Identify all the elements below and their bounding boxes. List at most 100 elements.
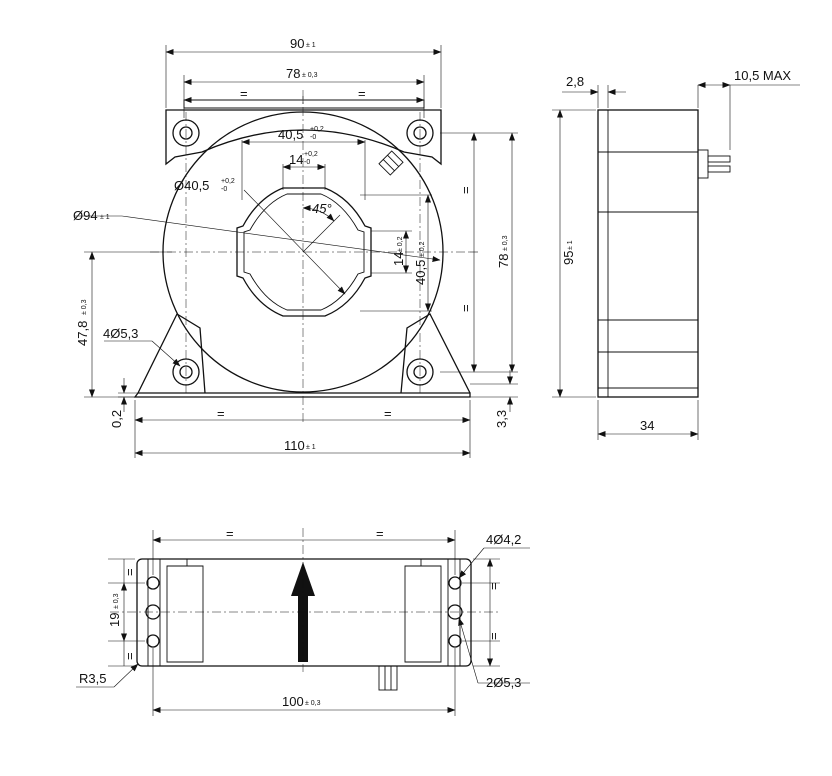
dim-equal-bottom: = = [134, 400, 471, 458]
dim-center-height: 47,8 ± 0,3 [75, 251, 172, 398]
svg-text:=: = [376, 526, 384, 541]
svg-text:+0,2: +0,2 [304, 151, 318, 158]
front-view: 90 ± 1 78 ± 0,3 = = 40,5 +0,2 -0 [73, 36, 518, 458]
svg-text:47,8: 47,8 [75, 321, 90, 346]
svg-text:± 0,3: ± 0,3 [305, 700, 321, 707]
dim-base-thickness: 0,2 [109, 378, 138, 428]
svg-text:40,5: 40,5 [413, 260, 428, 285]
svg-text:40,5: 40,5 [278, 127, 303, 142]
svg-text:45°: 45° [312, 201, 332, 216]
dim-bottom-equal-top: = = [152, 526, 456, 575]
svg-text:+0,2: +0,2 [310, 126, 324, 133]
svg-text:Ø94: Ø94 [73, 208, 98, 223]
svg-text:90: 90 [290, 36, 304, 51]
bottom-right-block [404, 559, 449, 666]
bottom-left-block [159, 559, 204, 666]
svg-text:14: 14 [289, 152, 303, 167]
svg-text:± 0,2: ± 0,2 [419, 241, 426, 257]
svg-text:100: 100 [282, 694, 304, 709]
dim-slot-height: 14 ± 0,2 [371, 230, 412, 274]
dim-corner-radius: R3,5 [76, 663, 139, 688]
dim-window-diameter: Ø40,5 +0,2 -0 [174, 178, 346, 295]
svg-text:14: 14 [391, 252, 406, 266]
svg-text:± 0,3: ± 0,3 [113, 593, 120, 609]
svg-text:=: = [458, 186, 473, 194]
svg-text:± 0,2: ± 0,2 [397, 236, 404, 252]
dim-connector-max: 10,5 MAX [697, 68, 800, 150]
svg-text:95: 95 [561, 251, 576, 265]
top-bracket [165, 109, 442, 166]
svg-text:=: = [226, 526, 234, 541]
svg-text:78: 78 [286, 66, 300, 81]
dim-bottom-length: 100 ± 0,3 [152, 648, 456, 716]
svg-text:± 1: ± 1 [567, 240, 574, 250]
svg-text:4Ø4,2: 4Ø4,2 [486, 532, 521, 547]
dim-outer-diameter: Ø94 ± 1 [73, 208, 441, 262]
svg-text:± 1: ± 1 [306, 444, 316, 451]
svg-text:Ø40,5: Ø40,5 [174, 178, 209, 193]
svg-text:0,2: 0,2 [109, 410, 124, 428]
dim-angle: 45° [302, 201, 341, 253]
svg-text:=: = [384, 406, 392, 421]
svg-text:R3,5: R3,5 [79, 671, 106, 686]
svg-text:=: = [122, 652, 137, 660]
dim-equal-top: = = [183, 86, 425, 104]
svg-text:3,3: 3,3 [494, 410, 509, 428]
dim-base-offset: 3,3 [470, 370, 518, 428]
svg-text:78: 78 [496, 254, 511, 268]
dim-small-holes: 4Ø4,2 [458, 532, 530, 579]
primary-window [236, 187, 372, 317]
bottom-hole-r3 [448, 634, 462, 648]
svg-text:± 0,3: ± 0,3 [81, 299, 88, 315]
side-connector [697, 149, 731, 179]
svg-text:± 0,3: ± 0,3 [502, 235, 509, 251]
connector-symbol [378, 150, 404, 176]
left-foot [137, 313, 206, 394]
right-foot [400, 313, 471, 394]
svg-text:110: 110 [284, 438, 305, 453]
bottom-connector [378, 665, 398, 691]
dim-window-width: 40,5 +0,2 -0 [241, 126, 366, 200]
svg-text:=: = [122, 568, 137, 576]
dim-side-height: 95 ± 1 [552, 109, 596, 398]
dim-width-bottom: 110 ± 1 [134, 438, 471, 456]
svg-text:+0,2: +0,2 [221, 178, 235, 185]
dim-window-height: 40,5 ± 0,2 [360, 194, 432, 312]
svg-text:2Ø5,3: 2Ø5,3 [486, 675, 521, 690]
dim-mounting-holes: 4Ø5,3 [103, 326, 181, 367]
svg-text:=: = [240, 86, 248, 101]
side-body [597, 109, 699, 398]
svg-text:2,8: 2,8 [566, 74, 584, 89]
svg-text:=: = [217, 406, 225, 421]
dim-hole-spacing-top: 78 ± 0,3 [183, 66, 425, 118]
svg-text:-0: -0 [310, 134, 316, 141]
svg-text:=: = [358, 86, 366, 101]
svg-text:± 1: ± 1 [306, 42, 316, 49]
svg-text:34: 34 [640, 418, 654, 433]
bottom-hole-l1 [146, 576, 160, 590]
bottom-hole-l3 [146, 634, 160, 648]
svg-text:10,5 MAX: 10,5 MAX [734, 68, 791, 83]
svg-text:-0: -0 [304, 159, 310, 166]
svg-text:=: = [486, 582, 501, 590]
svg-text:± 1: ± 1 [100, 214, 110, 221]
svg-text:4Ø5,3: 4Ø5,3 [103, 326, 138, 341]
dim-equal-right: = = [440, 132, 480, 373]
primary-window-inner [243, 193, 365, 311]
dim-hole-spacing-vertical: 78 ± 0,3 [480, 132, 518, 373]
dim-hole-pitch: 19 ± 0,3 = = [107, 558, 145, 667]
top-bracket-inner [183, 99, 425, 109]
svg-text:=: = [458, 304, 473, 312]
svg-text:=: = [486, 632, 501, 640]
bottom-body [136, 558, 472, 667]
dim-large-holes: 2Ø5,3 [458, 617, 530, 690]
dim-side-offset: 2,8 [562, 74, 626, 108]
dim-width-top: 90 ± 1 [165, 36, 442, 108]
svg-text:-0: -0 [221, 186, 227, 193]
dim-slot-width: 14 +0,2 -0 [282, 151, 326, 190]
front-housing-outline [133, 392, 471, 398]
bottom-hole-r1 [448, 576, 462, 590]
side-view: 2,8 10,5 MAX 95 ± 1 34 [552, 68, 800, 440]
dim-bottom-equal-right: = = [462, 558, 501, 667]
